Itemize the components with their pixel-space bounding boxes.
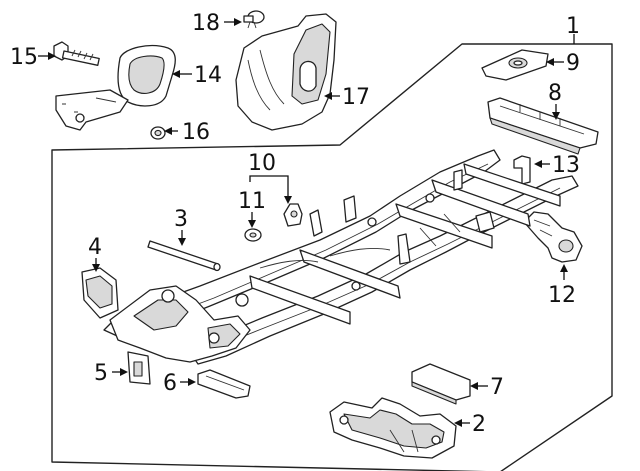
callout-15: 15 bbox=[10, 45, 38, 70]
callout-18: 18 bbox=[192, 11, 220, 36]
part-11-bushing[interactable] bbox=[244, 228, 262, 242]
callout-4: 4 bbox=[88, 235, 102, 260]
callout-3: 3 bbox=[174, 207, 188, 232]
callout-9: 9 bbox=[566, 51, 580, 76]
callout-14: 14 bbox=[194, 63, 222, 88]
part-9-plate[interactable] bbox=[481, 49, 549, 81]
part-13-clip-bracket[interactable] bbox=[513, 155, 531, 185]
part-5-bracket[interactable] bbox=[127, 351, 151, 385]
callout-2: 2 bbox=[472, 412, 486, 437]
part-18-push-pin[interactable] bbox=[243, 10, 265, 29]
part-2-front-crossmember[interactable] bbox=[329, 397, 457, 459]
part-14-body-mount-bracket[interactable] bbox=[55, 44, 176, 131]
part-1-frame[interactable] bbox=[103, 149, 579, 365]
callout-11: 11 bbox=[238, 189, 266, 214]
part-12-spring-hanger[interactable] bbox=[523, 211, 583, 263]
callout-10: 10 bbox=[248, 151, 276, 176]
part-10-clip[interactable] bbox=[283, 203, 303, 227]
part-6-support[interactable] bbox=[197, 369, 251, 399]
leader-lines bbox=[38, 18, 575, 427]
part-15-bolt[interactable] bbox=[53, 41, 100, 66]
part-3-rod[interactable] bbox=[147, 240, 221, 272]
callout-17: 17 bbox=[342, 85, 370, 110]
frame-assembly-boundary bbox=[51, 43, 613, 471]
callout-16: 16 bbox=[182, 120, 210, 145]
part-8-crossmember-bracket[interactable] bbox=[487, 97, 599, 155]
callout-8: 8 bbox=[548, 81, 562, 106]
callout-labels: 1 2 3 4 5 6 7 8 9 10 11 12 13 14 15 16 1… bbox=[10, 11, 580, 437]
part-17-splash-shield[interactable] bbox=[235, 13, 337, 131]
callout-5: 5 bbox=[94, 361, 108, 386]
part-16-nut[interactable] bbox=[150, 126, 166, 140]
callout-13: 13 bbox=[552, 153, 580, 178]
callout-7: 7 bbox=[490, 375, 504, 400]
part-7-skid-plate[interactable] bbox=[411, 363, 471, 405]
callout-6: 6 bbox=[163, 371, 177, 396]
callout-12: 12 bbox=[548, 283, 576, 308]
callout-1: 1 bbox=[566, 14, 580, 39]
part-4-mount[interactable] bbox=[81, 267, 119, 319]
